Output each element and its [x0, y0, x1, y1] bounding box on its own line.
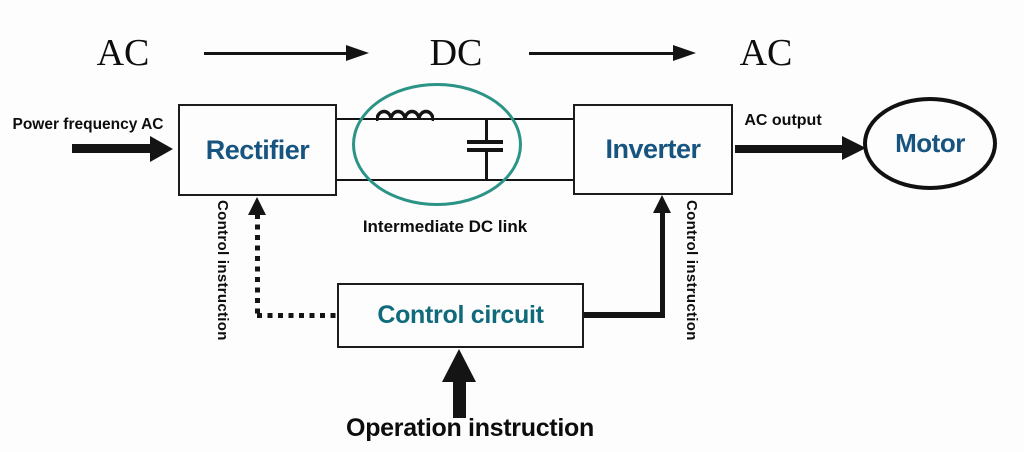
flow-arrow-1-shaft: [204, 52, 348, 56]
control-path-left-horizontal: [257, 313, 337, 318]
rectifier-label: Rectifier: [205, 134, 310, 165]
inverter-label: Inverter: [605, 134, 701, 164]
power-frequency-ac-label: Power frequency AC: [12, 116, 164, 133]
flow-arrow-2-shaft: [529, 52, 675, 56]
motor-label: Motor: [895, 128, 965, 158]
input-arrow-head-icon: [150, 135, 173, 162]
motor-block: Motor: [863, 97, 997, 190]
control-path-left-arrow-head-icon: [248, 197, 266, 215]
ac-output-arrow-head-icon: [842, 136, 866, 160]
operation-arrow-head-icon: [442, 349, 476, 382]
control-path-right-arrow-head-icon: [653, 195, 671, 213]
dc-link-highlight-ellipse: [352, 83, 522, 206]
operation-instruction-label: Operation instruction: [346, 414, 594, 442]
control-circuit-label: Control circuit: [377, 301, 544, 329]
rectifier-block: Rectifier: [178, 104, 337, 196]
inverter-block: Inverter: [573, 104, 733, 195]
ac-output-label: AC output: [744, 112, 822, 129]
operation-arrow-shaft: [453, 380, 466, 418]
control-circuit-block: Control circuit: [337, 283, 584, 348]
flow-arrow-2-head-icon: [673, 44, 696, 61]
control-instruction-left-label: Control instruction: [214, 200, 231, 341]
control-instruction-right-label: Control instruction: [683, 200, 700, 341]
flow-stage-ac-output-label: AC: [739, 32, 793, 74]
input-arrow-shaft: [72, 144, 152, 153]
intermediate-dc-link-label: Intermediate DC link: [362, 217, 528, 236]
control-path-left-vertical: [255, 214, 260, 315]
flow-stage-dc-label: DC: [429, 32, 483, 74]
flow-arrow-1-head-icon: [346, 44, 369, 61]
control-path-right-horizontal: [584, 312, 665, 318]
ac-output-arrow-shaft: [735, 144, 843, 153]
flow-stage-ac-input-label: AC: [96, 32, 150, 74]
control-path-right-vertical: [659, 212, 665, 317]
